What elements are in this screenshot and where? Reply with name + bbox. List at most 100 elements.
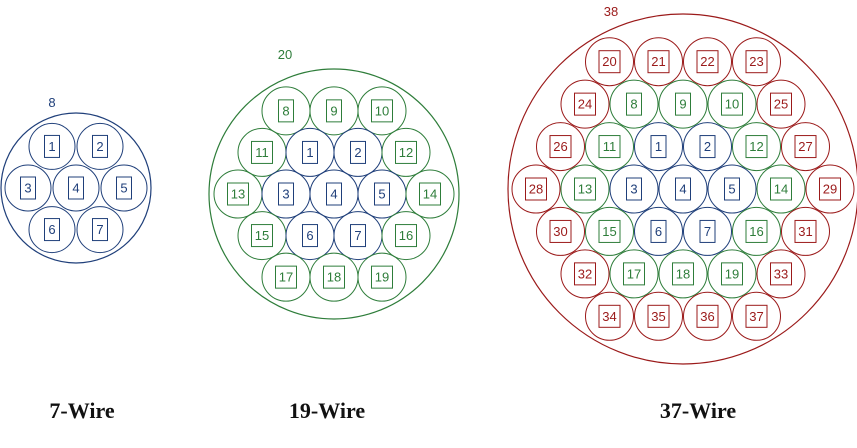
wire-circle xyxy=(609,249,659,299)
wire-strand: 29 xyxy=(805,164,855,214)
wire-circle xyxy=(707,79,757,129)
wire-strand: 35 xyxy=(634,291,683,341)
wire-circle xyxy=(560,79,610,129)
wire-label-box xyxy=(278,182,294,206)
wire-circle xyxy=(381,127,431,177)
wire-label-box xyxy=(525,177,547,201)
wire-label-box xyxy=(302,224,318,248)
wire-label-box xyxy=(626,92,642,116)
wire-label-box xyxy=(227,182,249,206)
wire-number: 23 xyxy=(749,54,763,69)
wire-label-box xyxy=(574,262,596,286)
wire-label-box xyxy=(598,135,621,159)
wire-label-box xyxy=(721,92,743,116)
wire-strand: 2 xyxy=(333,127,383,177)
wire-number: 15 xyxy=(602,224,616,239)
wire-strand: 19 xyxy=(357,252,407,302)
wire-label-box xyxy=(794,135,817,159)
wire-strand: 5 xyxy=(357,169,407,219)
wire-strand: 4 xyxy=(658,164,708,214)
wire-circle xyxy=(4,164,52,212)
wire-number: 3 xyxy=(24,181,31,196)
wire-strand: 5 xyxy=(707,164,757,214)
wire-circle xyxy=(52,164,100,212)
wire-label-box xyxy=(598,50,621,74)
wire-strand: 2 xyxy=(683,122,732,172)
wire-number: 25 xyxy=(774,97,788,112)
wire-strand: 4 xyxy=(52,164,100,212)
wire-label-box xyxy=(549,219,572,243)
wire-label-box xyxy=(275,265,297,289)
wire-label-box xyxy=(374,182,390,206)
wire-circle xyxy=(536,206,585,256)
wire-circle xyxy=(100,164,148,212)
wire-label-box xyxy=(647,304,670,328)
wire-strand: 30 xyxy=(536,206,585,256)
wire-label-box xyxy=(116,176,132,200)
wire-label-box xyxy=(44,218,60,242)
wire-label-box xyxy=(44,134,60,158)
wire-circle xyxy=(805,164,855,214)
wire-strand: 15 xyxy=(237,211,287,261)
wire-number: 18 xyxy=(676,266,690,281)
wire-label-box xyxy=(251,140,273,164)
wire-number: 15 xyxy=(255,228,269,243)
wire-number: 34 xyxy=(602,309,616,324)
wire-circle xyxy=(732,206,781,256)
caption-19-wire: 19-Wire xyxy=(288,398,366,423)
wire-circle xyxy=(683,37,732,87)
wire-number: 6 xyxy=(655,224,662,239)
wire-number: 22 xyxy=(700,54,714,69)
wire-strand: 6 xyxy=(28,206,76,254)
wire-strand: 15 xyxy=(585,206,634,256)
wire-strand: 1 xyxy=(28,122,76,170)
wire-strand: 37 xyxy=(732,291,781,341)
wire-label-box xyxy=(371,265,393,289)
wire-label-box xyxy=(699,135,716,159)
wire-circle xyxy=(756,164,806,214)
wire-circle xyxy=(585,291,634,341)
wire-label-box xyxy=(598,219,621,243)
wire-strand: 7 xyxy=(333,211,383,261)
wire-label-box xyxy=(574,92,596,116)
wire-strand: 23 xyxy=(732,37,781,87)
wire-circle xyxy=(658,79,708,129)
wire-circle xyxy=(732,37,781,87)
wire-number: 26 xyxy=(553,139,567,154)
wire-number: 8 xyxy=(282,103,289,118)
wire-number: 2 xyxy=(704,139,711,154)
wire-circle xyxy=(683,291,732,341)
wire-strand: 18 xyxy=(309,252,359,302)
wire-strand: 17 xyxy=(261,252,311,302)
wire-circle xyxy=(76,206,124,254)
wire-label-box xyxy=(598,304,621,328)
wire-circle xyxy=(732,122,781,172)
wire-number: 17 xyxy=(279,270,293,285)
wire-strand: 14 xyxy=(405,169,455,219)
wire-strand: 17 xyxy=(609,249,659,299)
wire-strand: 6 xyxy=(634,206,683,256)
wire-number: 19 xyxy=(725,266,739,281)
wire-number: 21 xyxy=(651,54,665,69)
wire-strand: 8 xyxy=(261,86,311,136)
wire-circle xyxy=(585,122,634,172)
wire-label-box xyxy=(675,92,691,116)
wire-strand: 13 xyxy=(213,169,263,219)
wire-label-box xyxy=(326,99,342,123)
wire-number: 14 xyxy=(774,182,788,197)
wire-strand: 3 xyxy=(4,164,52,212)
outer-sheath-label: 8 xyxy=(48,95,55,110)
wire-strand: 21 xyxy=(634,37,683,87)
wire-strand: 2 xyxy=(76,122,124,170)
wire-circle xyxy=(511,164,561,214)
wire-strand: 13 xyxy=(560,164,610,214)
wire-strand: 19 xyxy=(707,249,757,299)
wire-label-box xyxy=(724,177,740,201)
wire-circle xyxy=(634,37,683,87)
wire-strand: 34 xyxy=(585,291,634,341)
wire-strand: 26 xyxy=(536,122,585,172)
